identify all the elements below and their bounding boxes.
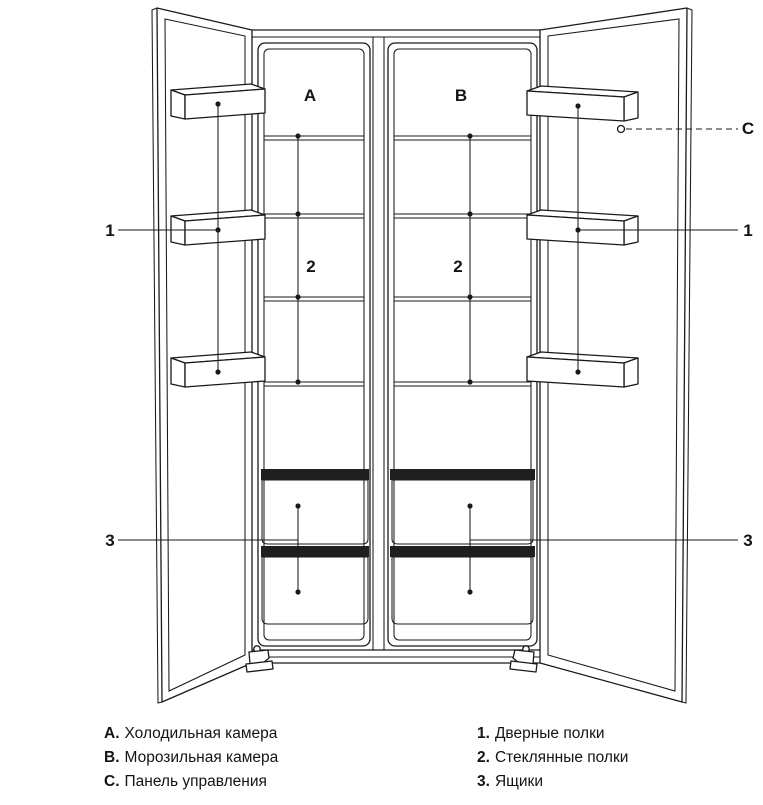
legend-key-a: A. xyxy=(104,725,120,742)
refrigerator-compartment xyxy=(257,42,371,647)
glass-shelves-a xyxy=(264,135,364,387)
callout-1-right-label: 1 xyxy=(743,221,752,240)
drawers-b xyxy=(390,469,535,625)
legend-item-1: 1.Дверные полки xyxy=(477,722,628,746)
legend-item-c: C.Панель управления xyxy=(104,770,278,794)
legend-item-a: A.Холодильная камера xyxy=(104,722,278,746)
glass-shelves-b xyxy=(394,135,531,387)
legend-item-b: B.Морозильная камера xyxy=(104,746,278,770)
legend-key-b: B. xyxy=(104,749,120,766)
legend-label-1: Дверные полки xyxy=(494,725,605,742)
legend-key-1: 1. xyxy=(477,725,490,742)
door-shelf-right-middle xyxy=(526,209,639,246)
right-bottom-hinge xyxy=(509,645,538,673)
left-bottom-hinge xyxy=(245,645,274,673)
legend-key-2: 2. xyxy=(477,749,490,766)
cabinet-frame xyxy=(251,29,541,664)
legend-numbers: 1.Дверные полки 2.Стеклянные полки 3.Ящи… xyxy=(477,722,628,794)
legend-item-3: 3.Ящики xyxy=(477,770,628,794)
legend-label-3: Ящики xyxy=(494,773,543,790)
compartment-b-label: B xyxy=(455,86,467,105)
left-door xyxy=(151,7,266,704)
callout-c-label: C xyxy=(742,119,754,138)
legend-key-3: 3. xyxy=(477,773,490,790)
freezer-compartment xyxy=(387,42,538,647)
door-shelf-right-bottom xyxy=(526,351,639,388)
legend-item-2: 2.Стеклянные полки xyxy=(477,746,628,770)
legend-label-2: Стеклянные полки xyxy=(494,749,629,766)
callout-2-b-label: 2 xyxy=(453,257,462,276)
callout-3-right-label: 3 xyxy=(743,531,752,550)
drawers-a xyxy=(261,469,369,625)
callout-lines xyxy=(118,101,738,595)
door-shelf-right-top xyxy=(526,85,639,122)
door-shelf-left-top xyxy=(170,83,266,120)
legend-key-c: C. xyxy=(104,773,120,790)
right-door xyxy=(526,7,693,704)
callout-1-left-label: 1 xyxy=(105,221,114,240)
legend-label-b: Морозильная камера xyxy=(124,749,279,766)
compartment-a-label: A xyxy=(304,86,316,105)
legend-letters: A.Холодильная камера B.Морозильная камер… xyxy=(104,722,278,794)
callout-3-left-label: 3 xyxy=(105,531,114,550)
legend-label-a: Холодильная камера xyxy=(124,725,278,742)
legend-label-c: Панель управления xyxy=(124,773,267,790)
callout-2-a-label: 2 xyxy=(306,257,315,276)
control-panel-marker xyxy=(616,124,626,134)
